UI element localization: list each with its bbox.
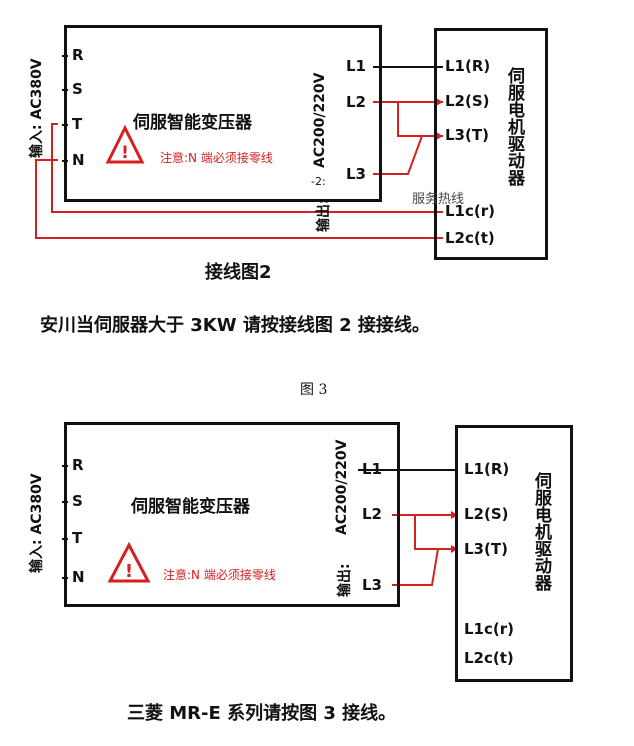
svg-text:!: ! [121,143,129,163]
instruction-text: 三菱 MR-E 系列请按图 3 接线。 [127,703,397,724]
output-terminal-l3: L3 [346,165,366,183]
output-terminal-l1: L1 [346,57,366,75]
terminal-t: T [72,115,83,133]
hotline-overlay: 服务热线 [412,192,465,207]
output-terminal-l3: L3 [362,576,382,594]
terminal-s: S [72,492,83,510]
warning-note: 注意:N 端必须接零线 [160,151,273,165]
output-voltage-label: AC200/220V [312,72,328,168]
transformer-title: 伺服智能变压器 [133,113,252,133]
driver-terminal-l1r: L1(R) [445,57,491,75]
figure-title: 图 3 [300,382,328,398]
wire-l2 [392,514,438,550]
wires-layer: ! [35,66,443,239]
wire-t-l1c [51,123,443,213]
driver-box [434,28,548,260]
output-voltage-label: AC200/220V [334,439,350,535]
driver-terminal-l2c: L2c(t) [445,229,495,247]
driver-terminal-l2s: L2(S) [464,505,509,523]
output-terminal-l2: L2 [346,93,366,111]
input-label: 输入: AC380V [29,473,45,573]
driver-terminal-l3t: L3(T) [464,540,508,558]
driver-title: 伺服电机驱动器 [531,472,551,591]
warning-triangle-icon: ! [107,541,151,583]
warning-triangle-icon: ! [105,124,145,164]
terminal-s: S [72,80,83,98]
input-label: 输入: AC380V [29,58,45,158]
driver-terminal-l1r: L1(R) [464,460,510,478]
arrow-icon [451,545,458,553]
diagram-caption: 接线图2 [205,262,272,283]
driver-terminal-l1c: L1c(r) [464,620,514,638]
wires-layer: ! [107,469,458,586]
terminal-r: R [72,456,84,474]
svg-text:!: ! [125,561,133,582]
transformer-box [64,25,382,202]
wire-n-l2c [35,159,443,239]
terminal-n: N [72,151,85,169]
wire-l3 [392,548,458,586]
transformer-box [64,422,400,607]
driver-title: 伺服电机驱动器 [504,67,524,186]
output-terminal-l1: L1 [362,460,382,478]
instruction-text: 安川当伺服器大于 3KW 请按接线图 2 接接线。 [40,315,430,336]
warning-note: 注意:N 端必须接零线 [163,568,276,582]
arrow-icon [451,511,458,519]
arrow-icon [436,132,443,140]
wire-l2 [373,101,422,137]
wiring-diagram-2: ! 输入: AC380V R S T N 伺服智能变压器 注意:N 端必须接零线… [0,0,634,336]
output-side-mark: -2: [311,175,326,188]
transformer-title: 伺服智能变压器 [131,497,250,517]
output-prefix-label: 输出: [316,198,332,232]
wiring-diagram-3: 图 3 ! 输入: AC380V R S T N 伺服智能变压器 注意:N 端必… [0,383,634,724]
wire-l3 [373,135,443,175]
arrow-icon [436,98,443,106]
driver-terminal-l2c: L2c(t) [464,649,514,667]
driver-box [455,425,573,682]
output-prefix-label: 输出: [337,563,353,597]
driver-terminal-l2s: L2(S) [445,92,490,110]
driver-terminal-l3t: L3(T) [445,126,489,144]
terminal-t: T [72,529,83,547]
output-terminal-l2: L2 [362,505,382,523]
terminal-n: N [72,568,85,586]
driver-terminal-l1c: L1c(r) [445,202,495,220]
terminal-r: R [72,46,84,64]
